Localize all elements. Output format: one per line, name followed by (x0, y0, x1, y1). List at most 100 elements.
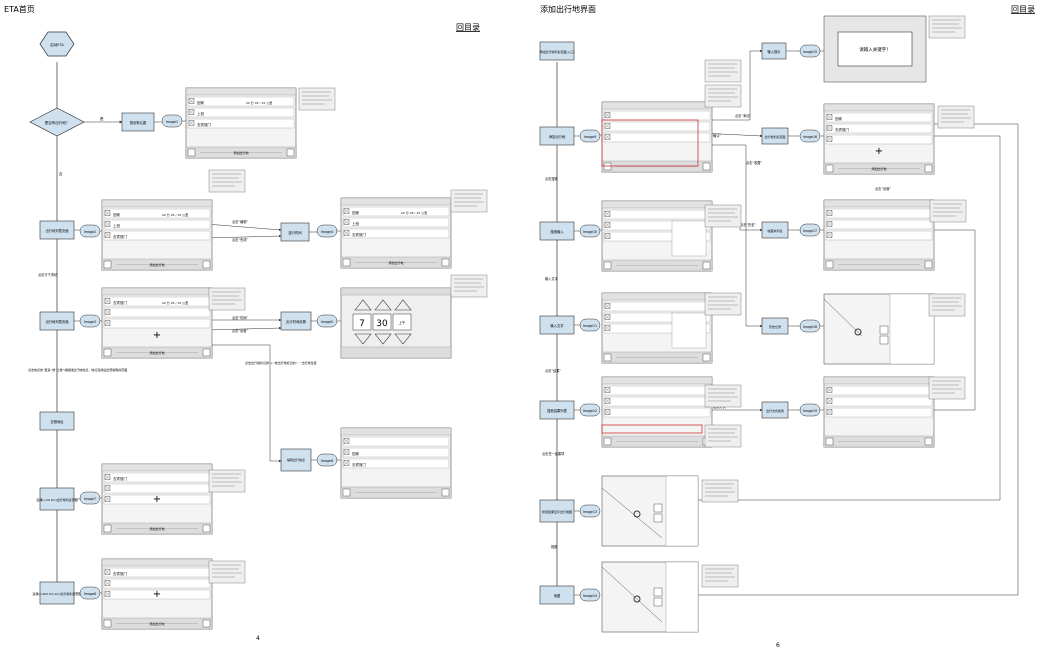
right-label-input: 输入文字 (545, 276, 558, 281)
right-label-add: 点击“添加” (735, 113, 751, 118)
right-page-number: 6 (776, 642, 780, 649)
no-label: 否 (59, 172, 63, 176)
right-note-fav (929, 199, 967, 223)
left-phone-1-eta: 22 分 45 / 15 公里 (246, 100, 272, 105)
right-label-hist: 点击“历史” (740, 222, 756, 227)
right-note-results2 (704, 424, 742, 448)
yes-label: 是 (100, 116, 104, 121)
left-process-edit: 选行时间 (280, 222, 310, 242)
right-label-search: 点击搜索 (545, 176, 558, 181)
left-phone-1: 回家 上班 去宾馆门 22 分 45 / 15 公里 添加出行地 (185, 87, 297, 159)
left-phone-4-bottom: 添加出行地 (149, 350, 164, 355)
left-phone-2-place2: 上班 (113, 223, 120, 228)
right-note-list (937, 105, 975, 129)
left-label-tapmore: 点击行下滑动 (38, 272, 57, 277)
capsule-image16: Image16 (803, 135, 817, 139)
right-phone-input (601, 292, 713, 364)
left-phone-7: 去宾馆门 + 添加出行地 (101, 463, 213, 535)
right-phone-add (601, 101, 713, 173)
left-page-number: 4 (256, 635, 260, 642)
capsule-image15: Image15 (803, 50, 817, 54)
capsule-image2: Image2 (84, 230, 96, 234)
capsule-image1: Image1 (166, 120, 178, 124)
capsule-image6: Image6 (321, 459, 333, 463)
left-process-2: 出行地列表页面 (39, 220, 75, 240)
right-note-add (704, 59, 742, 83)
right-phone-list: 回家 去宾馆门 + 添加出行地 (823, 103, 935, 175)
left-process-4: 去程地址 (39, 411, 75, 431)
decision-label: 是否有出行地？ (45, 120, 70, 125)
capsule-image11: Image11 (583, 324, 597, 328)
left-process-3: 出行地列表页面 (39, 311, 75, 331)
right-phone-dialog: 请输入关键字！ (823, 15, 927, 83)
right-process-8: 出行地列表页面 (764, 134, 785, 139)
right-process-4: 搜索结果列表 (547, 408, 567, 413)
right-phone-search (601, 200, 713, 272)
capsule-image17: Image17 (803, 229, 817, 233)
right-label-one: 点击任一结果项 (542, 451, 565, 456)
left-phone-4-place3: 去宾馆门 (113, 300, 127, 305)
time-minute: 30 (376, 319, 388, 329)
left-note-2 (208, 169, 246, 193)
left-connectors (74, 120, 341, 594)
right-process-0: 添加出行地列表页面(入口) (539, 49, 574, 54)
dialog-message: 请输入关键字！ (859, 46, 891, 53)
left-phone-1-place3: 去宾馆门 (197, 122, 211, 127)
right-note-map2 (701, 564, 739, 588)
right-phone-type (823, 376, 935, 448)
left-process-edit-label: 选行时间 (288, 230, 301, 235)
right-process-7: 输入提示 (767, 49, 781, 54)
left-phone-8-bottom: 添加出行地 (149, 621, 164, 626)
left-back-link[interactable]: 回目录 (456, 23, 480, 32)
right-note-results (704, 384, 742, 408)
left-phone-8-place3: 去宾馆门 (113, 571, 127, 576)
left-process-1: 首页默认图 (121, 112, 155, 132)
left-phone-7-place3: 去宾馆门 (113, 476, 127, 481)
right-note-map1 (701, 479, 739, 503)
right-phone-results (601, 376, 713, 448)
right-phone-list-bottom: 添加出行地 (871, 166, 886, 171)
right-connectors (574, 49, 1019, 596)
right-phone-fav (823, 199, 935, 271)
left-phone-8-add: + (153, 589, 161, 600)
time-hour: 7 (359, 319, 365, 329)
left-phone-6-place1: 回家 (352, 451, 360, 456)
right-back-link[interactable]: 回目录 (1011, 5, 1035, 14)
capsule-image12: Image12 (583, 409, 597, 413)
left-phone-4: 去宾馆门 22 分 45 / 15 公里 + 添加出行地 (101, 287, 213, 359)
capsule-image7: Image7 (84, 497, 96, 501)
left-process-4-label: 去程地址 (50, 419, 64, 424)
left-note-3 (450, 189, 488, 213)
left-time-picker: 7 30 上午 (340, 287, 452, 359)
left-phone-3-eta: 22 分 45 / 15 公里 (401, 210, 427, 215)
capsule-image3: Image3 (84, 320, 96, 324)
left-note-4 (208, 287, 246, 311)
start-label: 启动ETA (50, 42, 64, 47)
left-process-5: 选择(>20 km)出行地列表页面 (36, 487, 78, 511)
right-note-search (704, 204, 742, 228)
left-phone-3-place3: 去宾馆门 (352, 232, 366, 237)
left-process-editplace: 编辑出行地点 (280, 448, 312, 472)
left-label-tapedit: 点击“编辑” (232, 219, 248, 224)
capsule-image8: Image8 (84, 592, 96, 596)
start-hexagon (39, 31, 75, 57)
left-process-editplace-label: 编辑出行地点 (287, 457, 305, 462)
left-label-tapdone: 点击“完成” (232, 237, 248, 242)
left-phone-1-bottom: 添加出行地 (233, 150, 248, 155)
capsule-image18: Image18 (803, 325, 817, 329)
capsule-image9: Image9 (584, 135, 596, 139)
left-label-tapset: 点击“设置” (232, 328, 248, 333)
right-process-5: 搜索结果显示出行地图 (542, 509, 572, 514)
left-phone-3-place1: 回家 (352, 210, 360, 215)
left-process-5-label: 选择(>20 km)出行地列表页面 (36, 497, 77, 502)
right-note-input (704, 292, 742, 316)
left-process-time-label: 出行时间设置 (286, 319, 306, 324)
right-map-2 (601, 561, 699, 633)
right-label-confirm: 点击“确认” (705, 133, 721, 138)
left-phone-3-place2: 上班 (352, 221, 360, 226)
left-phone-2-place3: 去宾馆门 (113, 234, 127, 239)
right-note-add2 (704, 84, 742, 108)
right-process-1: 添加出行地 (549, 134, 566, 139)
left-phone-7-bottom: 添加出行地 (149, 526, 164, 531)
